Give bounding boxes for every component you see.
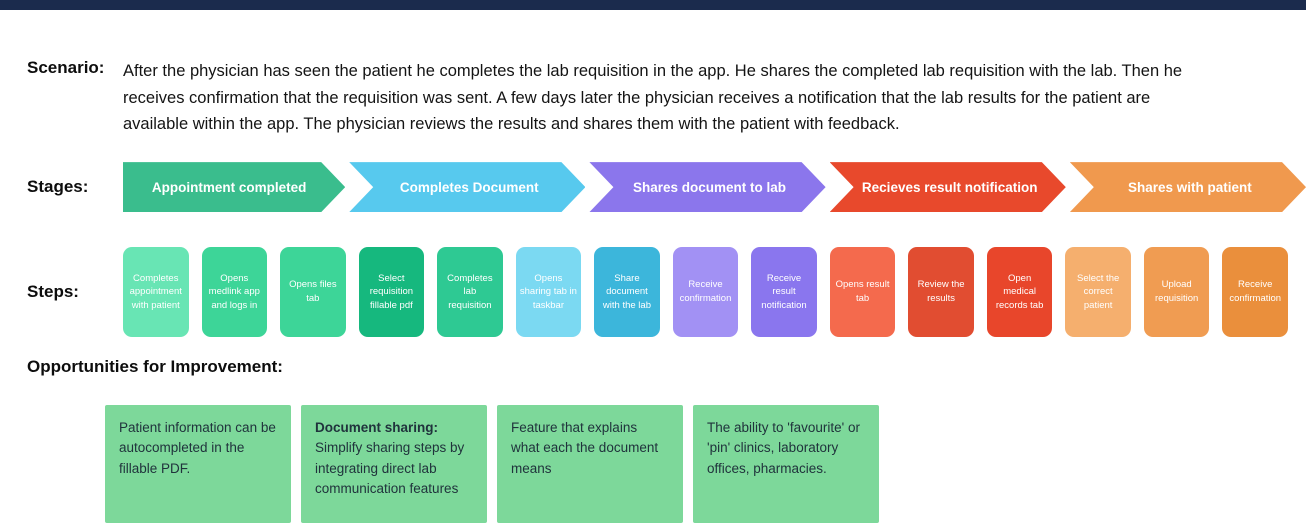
step-label: Open medical records tab: [995, 272, 1044, 312]
opportunity-card[interactable]: The ability to 'favourite' or 'pin' clin…: [693, 405, 879, 524]
stage-label: Shares document to lab: [632, 179, 787, 195]
step-label: Completes appointment with patient: [129, 272, 182, 312]
step-card[interactable]: Select the correct patient: [1065, 247, 1131, 338]
stage-arrow-receives-result-notification[interactable]: Recieves result notification: [830, 162, 1066, 212]
step-label: Receive confirmation: [1229, 279, 1282, 305]
step-label: Review the results: [917, 279, 965, 305]
opportunity-text: Feature that explains what each the docu…: [511, 420, 659, 476]
step-label: Select the correct patient: [1077, 272, 1120, 312]
step-label: Receive result notification: [761, 272, 807, 312]
step-label: Upload requisition: [1155, 279, 1199, 305]
opportunities-heading: Opportunities for Improvement:: [27, 357, 283, 377]
opportunity-card[interactable]: Patient information can be autocompleted…: [105, 405, 291, 524]
opportunity-text: Patient information can be autocompleted…: [119, 420, 276, 476]
stage-arrow-appointment-completed[interactable]: Appointment completed: [123, 162, 345, 212]
scenario-label: Scenario:: [27, 58, 105, 77]
step-card[interactable]: Opens files tab: [280, 247, 346, 338]
step-card[interactable]: Select requisition fillable pdf: [358, 247, 425, 338]
stage-arrow-completes-document[interactable]: Completes Document: [349, 162, 585, 212]
stages-label: Stages:: [27, 177, 89, 197]
stages-track: Appointment completed Completes Document…: [123, 162, 1306, 212]
step-label: Opens sharing tab in taskbar: [519, 272, 577, 312]
step-card[interactable]: Opens result tab: [829, 247, 896, 338]
stage-label: Appointment completed: [151, 179, 307, 195]
step-label: Share document with the lab: [602, 272, 651, 312]
step-card[interactable]: Receive confirmation: [1222, 247, 1288, 338]
opportunity-card[interactable]: Document sharing: Simplify sharing steps …: [301, 405, 487, 524]
opportunity-text: The ability to 'favourite' or 'pin' clin…: [707, 420, 860, 476]
step-label: Opens files tab: [289, 279, 337, 305]
stage-label: Completes Document: [399, 179, 539, 195]
opportunity-title: Document sharing:: [315, 420, 439, 436]
scenario-text: After the physician has seen the patient…: [123, 62, 1183, 134]
opportunity-text: Simplify sharing steps by integrating di…: [315, 440, 465, 496]
step-card[interactable]: Opens medlink app and logs in: [201, 247, 268, 338]
stage-arrow-shares-document-to-lab[interactable]: Shares document to lab: [589, 162, 825, 212]
step-label: Select requisition fillable pdf: [369, 272, 414, 312]
opportunity-card[interactable]: Feature that explains what each the docu…: [497, 405, 683, 524]
step-card[interactable]: Share document with the lab: [594, 247, 660, 338]
stage-label: Shares with patient: [1128, 179, 1252, 195]
opportunities-row: Patient information can be autocompleted…: [105, 405, 1306, 524]
step-card[interactable]: Open medical records tab: [986, 247, 1053, 338]
step-card[interactable]: Upload requisition: [1143, 247, 1210, 338]
step-card[interactable]: Completes appointment with patient: [123, 247, 189, 338]
stages-section: Stages: Appointment completed Completes …: [27, 162, 1306, 212]
stage-arrow-shares-with-patient[interactable]: Shares with patient: [1070, 162, 1306, 212]
step-card[interactable]: Receive result notification: [751, 247, 817, 338]
step-card[interactable]: Completes lab requisition: [437, 247, 503, 338]
stage-label: Recieves result notification: [861, 179, 1038, 195]
top-accent-bar: [0, 0, 1306, 10]
steps-track: Completes appointment with patient Opens…: [123, 247, 1306, 338]
steps-label: Steps:: [27, 282, 79, 302]
step-label: Receive confirmation: [679, 279, 732, 305]
step-label: Opens result tab: [835, 279, 890, 305]
step-card[interactable]: Opens sharing tab in taskbar: [515, 247, 582, 338]
step-label: Completes lab requisition: [447, 272, 493, 312]
steps-section: Steps: Completes appointment with patien…: [27, 247, 1306, 338]
step-card[interactable]: Receive confirmation: [672, 247, 739, 338]
step-label: Opens medlink app and logs in: [208, 272, 260, 312]
scenario-section: Scenario: After the physician has seen t…: [27, 58, 1306, 138]
step-card[interactable]: Review the results: [908, 247, 974, 338]
